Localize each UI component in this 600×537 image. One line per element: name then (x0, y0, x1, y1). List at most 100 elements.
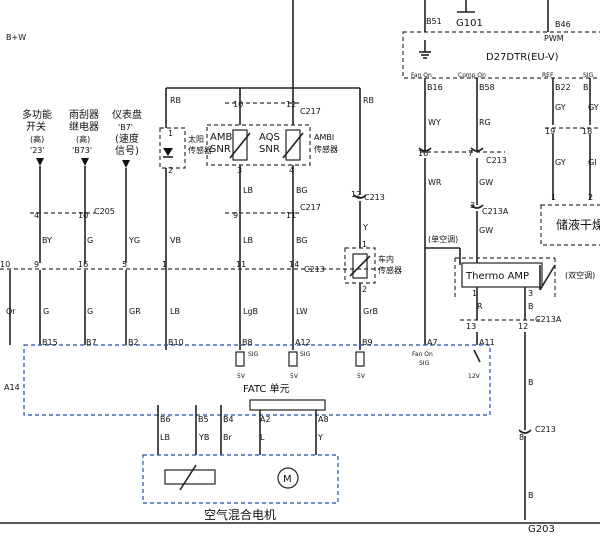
svg-text:G: G (87, 307, 93, 316)
svg-text:R: R (477, 302, 483, 311)
svg-text:SIG: SIG (583, 72, 594, 79)
svg-text:(双空调): (双空调) (565, 270, 595, 280)
svg-text:1: 1 (168, 129, 173, 138)
svg-text:SIG: SIG (419, 360, 430, 367)
svg-text:9: 9 (34, 260, 39, 269)
svg-text:9: 9 (233, 211, 238, 220)
svg-text:BY: BY (42, 236, 52, 245)
svg-text:AMBI: AMBI (210, 132, 235, 143)
svg-text:A2: A2 (260, 415, 271, 424)
svg-text:GY: GY (588, 103, 599, 112)
svg-text:18: 18 (582, 127, 592, 136)
svg-text:RB: RB (363, 96, 374, 105)
svg-text:LB: LB (160, 433, 170, 442)
svg-text:1: 1 (162, 260, 167, 269)
label-g101: G101 (456, 18, 483, 29)
svg-text:传感器: 传感器 (188, 145, 212, 155)
svg-text:雨刮器: 雨刮器 (69, 108, 99, 121)
ecm-name: D27DTR(EU-V) (486, 52, 559, 63)
svg-text:C213A: C213A (482, 207, 509, 216)
svg-text:传感器: 传感器 (378, 265, 402, 275)
receiver-dryer-box (540, 204, 600, 246)
svg-text:GY: GY (555, 103, 566, 112)
label-bw: B+W (6, 33, 26, 42)
svg-text:B5: B5 (198, 415, 209, 424)
label-b51: B51 (426, 17, 442, 26)
svg-text:4: 4 (34, 211, 39, 220)
svg-text:B6: B6 (160, 415, 171, 424)
air-mix-motor-label: 空气混合电机 (204, 507, 276, 522)
svg-text:Y: Y (362, 223, 368, 232)
svg-text:A12: A12 (295, 338, 311, 347)
svg-text:3: 3 (470, 201, 475, 210)
svg-text:12: 12 (518, 322, 528, 331)
svg-text:B4: B4 (223, 415, 234, 424)
svg-text:Fan On: Fan On (412, 351, 433, 358)
svg-text:REF: REF (542, 72, 554, 79)
svg-text:GI: GI (588, 158, 597, 167)
receiver-dryer-label: 储液干燥 (556, 217, 600, 232)
svg-text:SNR: SNR (259, 144, 280, 155)
svg-text:Thermo AMP: Thermo AMP (465, 271, 529, 282)
svg-text:B58: B58 (479, 83, 495, 92)
svg-text:B22: B22 (555, 83, 571, 92)
svg-text:C213A: C213A (535, 315, 562, 324)
svg-text:8: 8 (519, 433, 524, 442)
motor-symbol: M (283, 474, 292, 485)
svg-text:LB: LB (243, 236, 253, 245)
svg-text:C213: C213 (304, 265, 325, 274)
svg-text:C213: C213 (364, 193, 385, 202)
svg-text:B: B (528, 491, 534, 500)
sun-sensor-label: 太阳 (188, 134, 204, 144)
svg-text:YB: YB (198, 433, 209, 442)
svg-text:Or: Or (6, 307, 16, 316)
svg-text:WR: WR (428, 178, 442, 187)
svg-text:AMBI: AMBI (314, 133, 334, 142)
svg-text:16: 16 (78, 260, 88, 269)
svg-text:RG: RG (479, 118, 491, 127)
svg-text:Fan On: Fan On (411, 72, 432, 79)
svg-text:5: 5 (122, 260, 127, 269)
svg-text:WY: WY (428, 118, 441, 127)
multi-function-switch: 多功能 开关 (高) '23' (22, 108, 52, 166)
wiper-relay: 雨刮器 继电器 (高) 'B73' (69, 108, 99, 166)
label-pwm: PWM (544, 34, 564, 43)
svg-text:GR: GR (129, 307, 141, 316)
svg-text:(速度: (速度 (115, 132, 139, 145)
fatc-title: FATC 单元 (243, 383, 290, 395)
svg-text:A11: A11 (479, 338, 495, 347)
svg-text:开关: 开关 (26, 120, 46, 133)
svg-text:10: 10 (78, 211, 88, 220)
svg-text:B15: B15 (42, 338, 58, 347)
svg-text:GW: GW (479, 178, 493, 187)
svg-text:11: 11 (236, 260, 246, 269)
svg-text:13: 13 (466, 322, 476, 331)
svg-text:AQS: AQS (259, 132, 280, 143)
svg-text:'B7': 'B7' (118, 123, 133, 132)
svg-text:10: 10 (0, 260, 10, 269)
svg-text:2: 2 (168, 166, 173, 175)
svg-text:LB: LB (243, 186, 253, 195)
svg-text:2: 2 (588, 193, 593, 202)
svg-text:B16: B16 (427, 83, 443, 92)
svg-text:A8: A8 (318, 415, 329, 424)
svg-text:5V: 5V (290, 373, 299, 380)
svg-text:4: 4 (289, 166, 294, 175)
svg-text:B: B (528, 378, 534, 387)
svg-text:多功能: 多功能 (22, 108, 52, 121)
svg-text:C213: C213 (535, 425, 556, 434)
svg-text:B: B (583, 83, 589, 92)
air-mix-motor-box (142, 454, 339, 504)
svg-text:LgB: LgB (243, 307, 258, 316)
svg-text:19: 19 (545, 127, 555, 136)
svg-text:1: 1 (551, 193, 556, 202)
svg-text:'B73': 'B73' (72, 146, 92, 155)
svg-text:1: 1 (472, 289, 477, 298)
svg-text:继电器: 继电器 (69, 120, 99, 133)
svg-text:10: 10 (233, 100, 243, 109)
svg-text:Y: Y (317, 433, 323, 442)
instrument-cluster: 仪表盘 'B7' (速度 信号) (112, 108, 142, 168)
svg-text:SIG: SIG (248, 351, 259, 358)
svg-text:12: 12 (351, 190, 361, 199)
